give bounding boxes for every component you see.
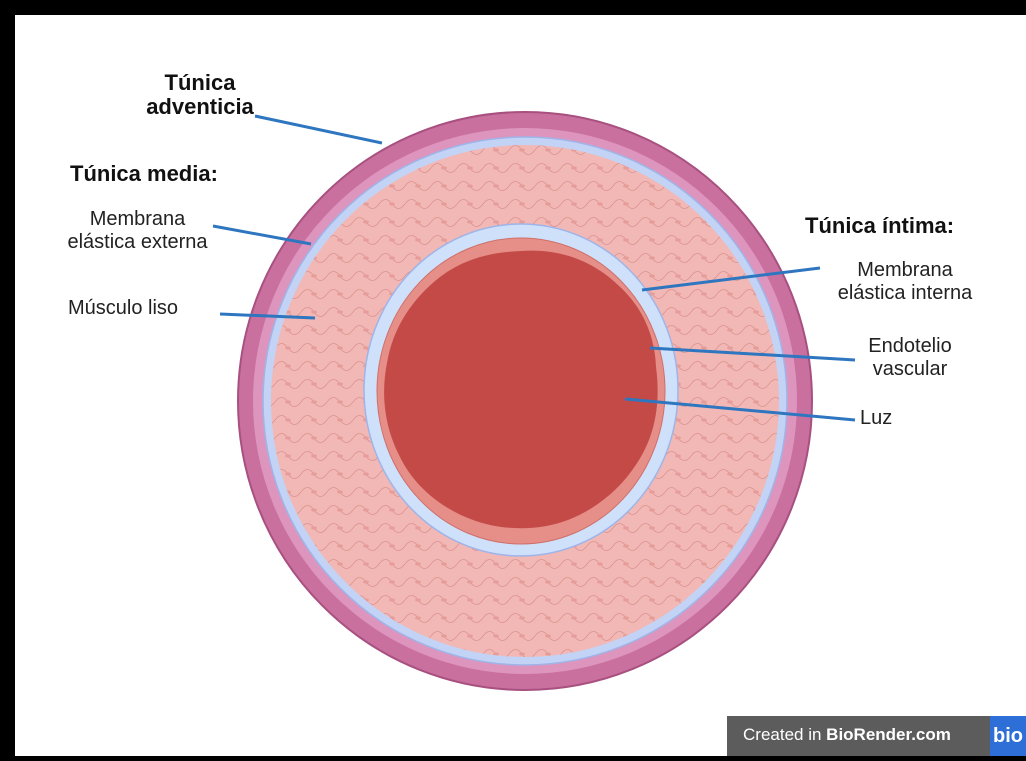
label-membrana-elastica-interna: Membrana elástica interna	[815, 259, 995, 305]
label-luz: Luz	[860, 407, 892, 430]
label-tunica-media: Túnica media:	[70, 162, 218, 186]
biorender-logo-icon: bio	[990, 716, 1026, 756]
label-membrana-elastica-externa: Membrana elástica externa	[50, 208, 225, 254]
label-musculo-liso: Músculo liso	[68, 297, 178, 320]
leader-line-adventicia	[255, 116, 382, 143]
label-tunica-intima: Túnica íntima:	[805, 214, 954, 238]
diagram-frame: Túnica adventicia Túnica media: Membrana…	[15, 15, 1026, 756]
luz-lumen	[384, 251, 658, 529]
badge-prefix: Created in	[743, 725, 826, 744]
badge-brand: BioRender.com	[826, 725, 951, 744]
label-tunica-adventicia: Túnica adventicia	[125, 71, 275, 119]
badge-text: Created in BioRender.com	[743, 725, 951, 745]
artery-cross-section	[15, 15, 1026, 756]
label-endotelio-vascular: Endotelio vascular	[855, 335, 965, 381]
biorender-badge[interactable]: Created in BioRender.com bio	[727, 716, 1026, 756]
